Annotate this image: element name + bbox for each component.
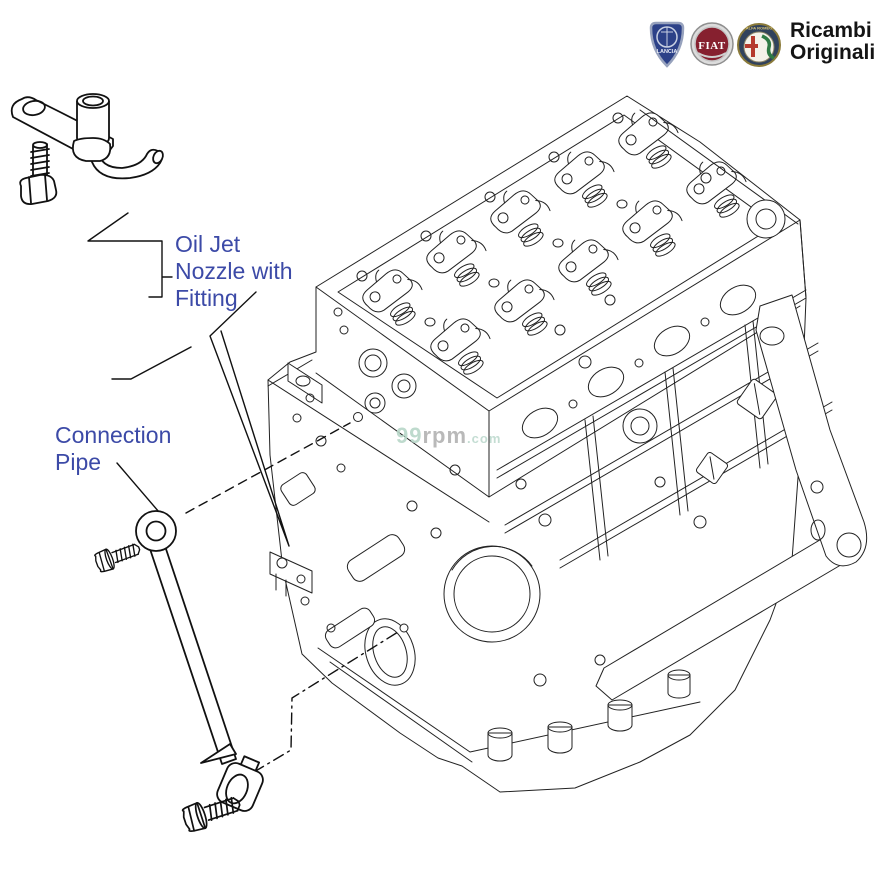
svg-text:LANCIA: LANCIA xyxy=(657,49,678,55)
svg-text:ALFA ROMEO: ALFA ROMEO xyxy=(746,26,773,31)
pipe-bolt-upper xyxy=(92,537,144,575)
engine-block-drawing xyxy=(267,95,868,793)
label-line: Oil Jet xyxy=(175,231,241,257)
connection-pipe-part-drawing xyxy=(92,510,264,835)
bedplate-bosses xyxy=(487,669,691,762)
watermark-part: .com xyxy=(467,431,502,446)
brand-name: Ricambi Originali xyxy=(790,20,875,64)
svg-text:FIAT: FIAT xyxy=(698,40,726,52)
brand-name-line: Originali xyxy=(790,41,876,64)
alfa-romeo-badge-icon: ALFA ROMEO xyxy=(737,23,781,67)
label-line: Connection xyxy=(55,422,172,448)
pipe-banjo-eye xyxy=(135,510,177,552)
engine-mount-bracket xyxy=(595,294,868,701)
fiat-badge-icon: FIAT xyxy=(690,22,734,66)
label-connection-pipe: Connection Pipe xyxy=(55,422,171,476)
oil-jet-nozzle-part-drawing xyxy=(10,93,164,205)
watermark: 99rpm.com xyxy=(396,423,501,449)
label-line: Nozzle with xyxy=(175,258,293,284)
brand-badges: LANCIA FIAT ALFA ROMEO xyxy=(649,21,781,68)
label-line: Fitting xyxy=(175,285,238,311)
label-oil-jet-nozzle: Oil Jet Nozzle with Fitting xyxy=(175,231,293,312)
branding-header: LANCIA FIAT ALFA ROMEO Ricambi Originali xyxy=(648,20,875,70)
lancia-badge-icon: LANCIA xyxy=(649,21,685,68)
watermark-part: rpm xyxy=(422,423,468,448)
pipe-body xyxy=(149,542,237,765)
label-line: Pipe xyxy=(55,449,102,475)
watermark-part: 99 xyxy=(396,423,423,448)
oil-jet-bolt xyxy=(19,141,58,205)
oil-jet-mounting-pad xyxy=(269,551,313,597)
leader-lines xyxy=(87,212,409,773)
nozzle-fitting-cylinder xyxy=(71,93,112,162)
exhaust-ports xyxy=(521,284,757,439)
brand-name-line: Ricambi xyxy=(790,19,872,42)
